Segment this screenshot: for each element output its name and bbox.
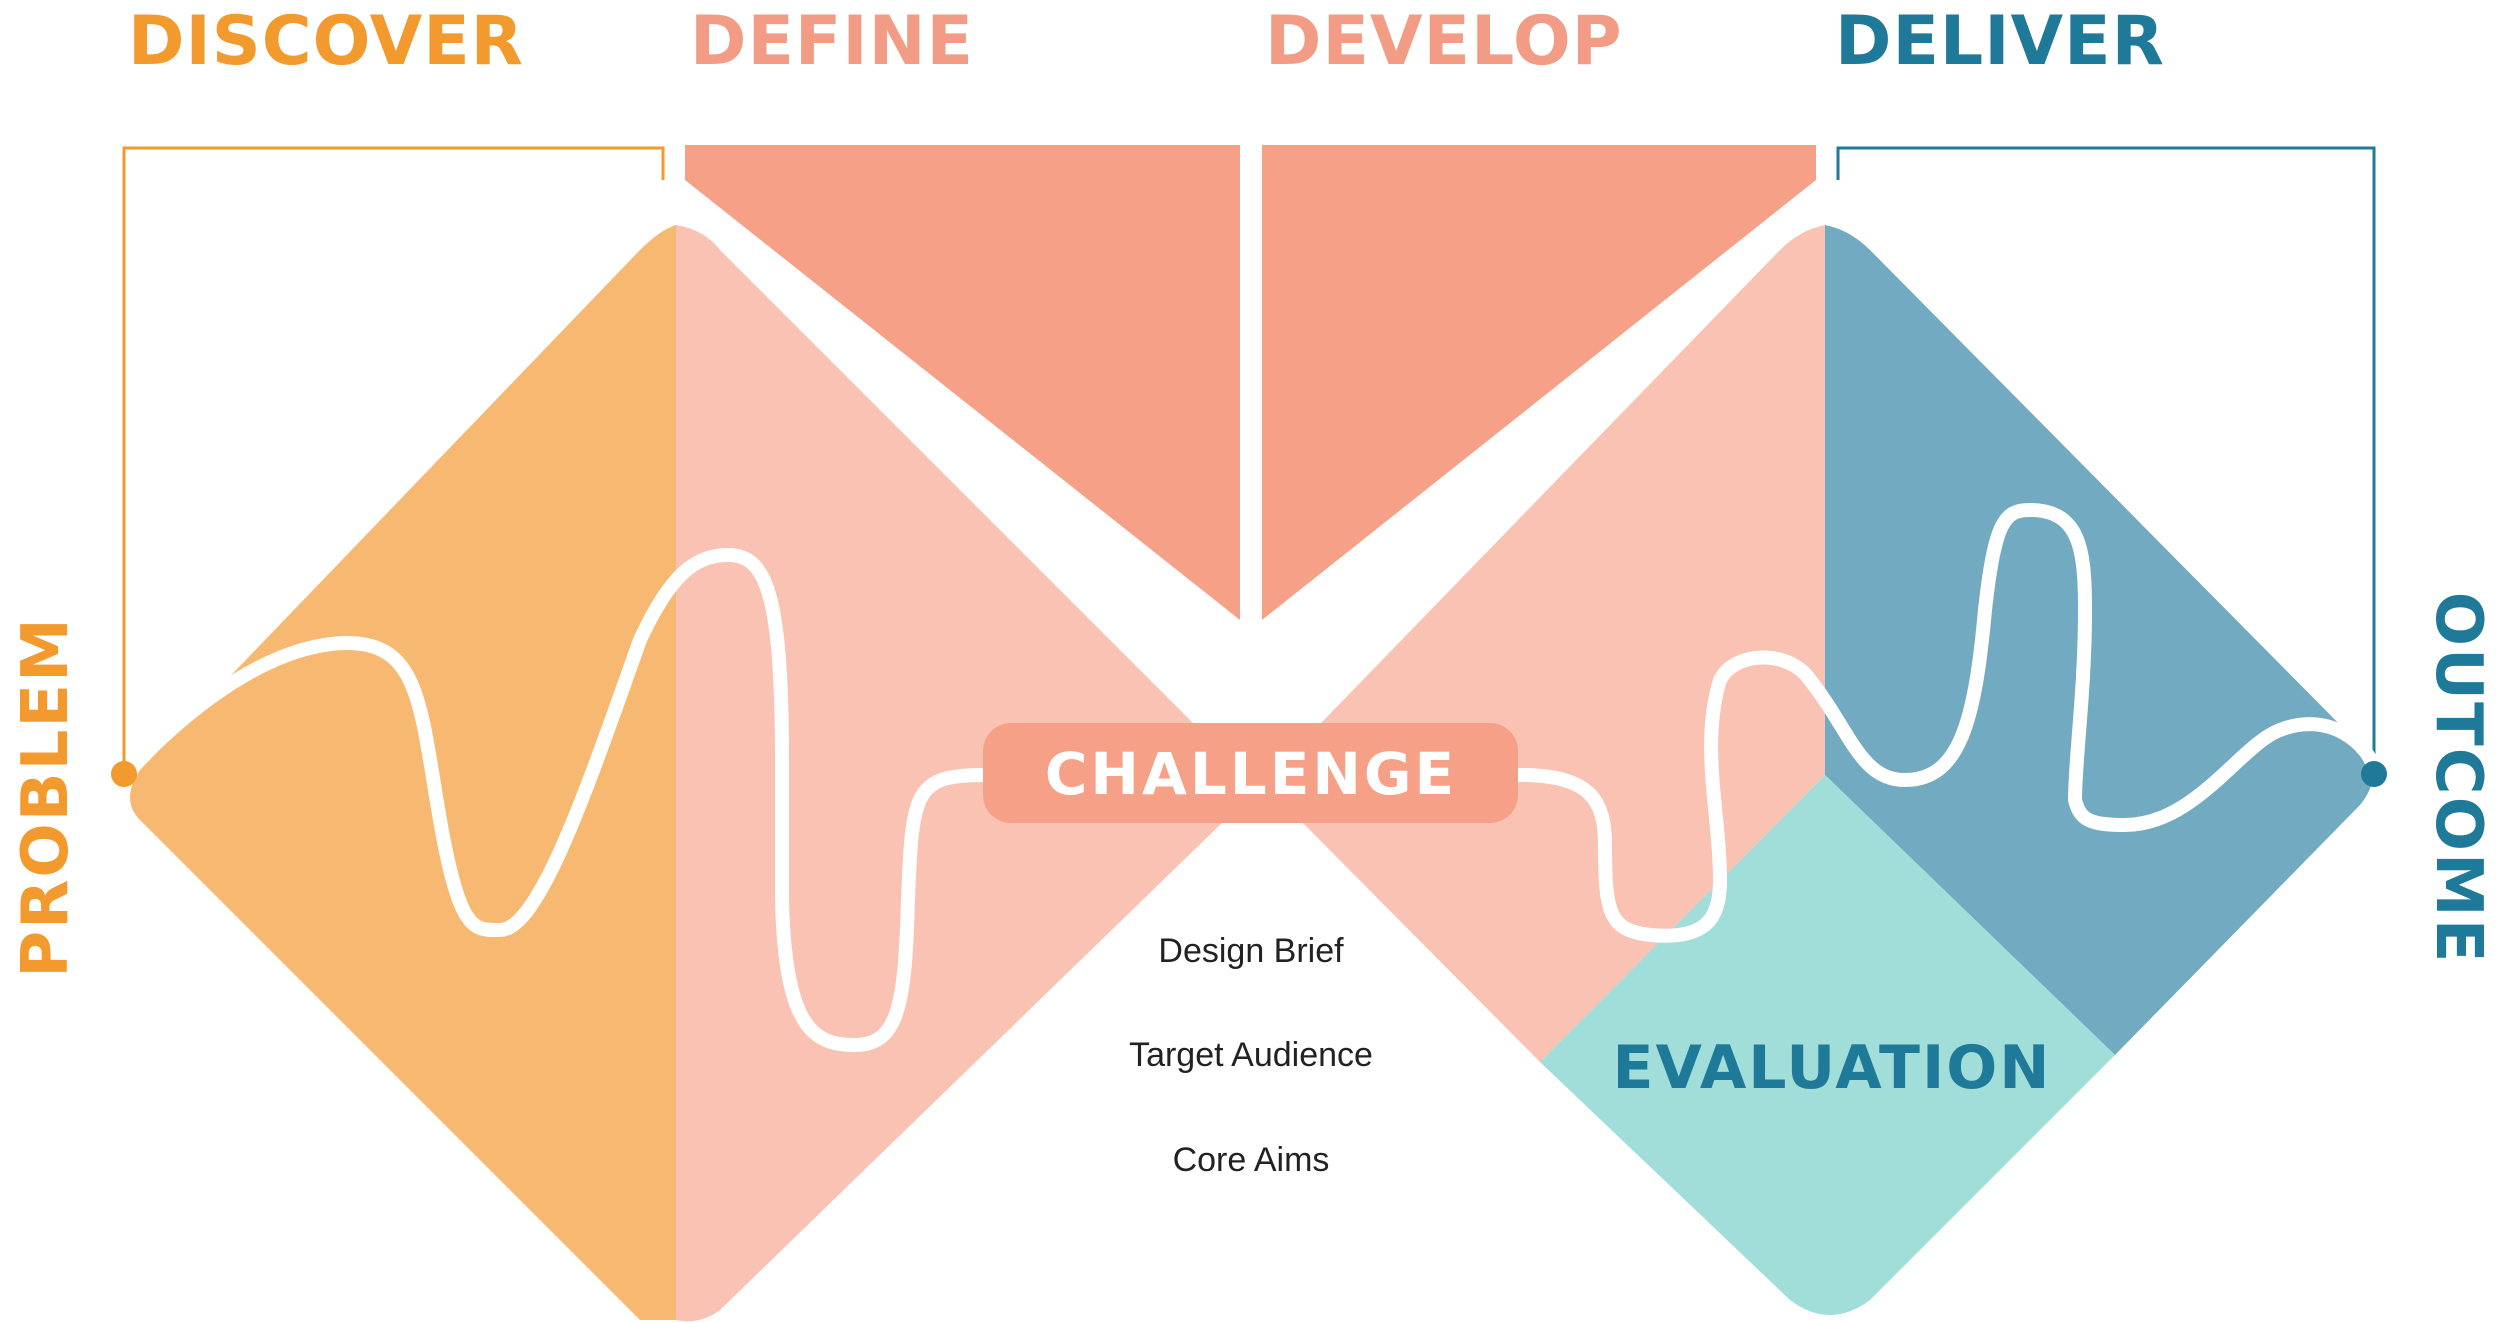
note-core-aims: Core Aims (1173, 1141, 1330, 1179)
challenge-label: CHALLENGE (1045, 740, 1457, 808)
journey-line-continued (1513, 502, 2382, 943)
discover-bracket (122, 146, 665, 772)
phase-develop-label: DEVELOP (1265, 2, 1623, 81)
note-design-brief: Design Brief (1158, 932, 1344, 970)
deliver-bracket (1836, 146, 2376, 772)
journey-line (118, 547, 1022, 1053)
develop-funnel (1262, 145, 1816, 620)
note-target-audience: Target Audience (1129, 1036, 1373, 1074)
phase-discover-label: DISCOVER (128, 2, 524, 81)
develop-half-diamond (1290, 225, 1825, 1062)
evaluation-label: EVALUATION (1612, 1033, 2051, 1103)
outcome-label: OUTCOME (2421, 592, 2495, 965)
challenge-pill (983, 723, 1518, 823)
problem-dot (111, 761, 137, 787)
deliver-half-diamond (1825, 225, 2373, 1055)
discover-half-diamond (130, 225, 676, 1320)
phase-define-label: DEFINE (690, 2, 974, 81)
outcome-dot (2361, 761, 2387, 787)
define-funnel (685, 145, 1240, 620)
problem-label: PROBLEM (9, 616, 83, 978)
phase-deliver-label: DELIVER (1835, 2, 2165, 81)
evaluation-region (1540, 775, 2115, 1315)
